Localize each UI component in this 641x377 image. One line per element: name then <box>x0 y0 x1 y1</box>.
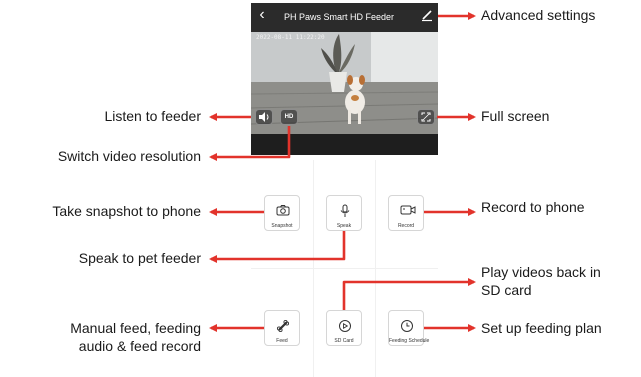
grid-divider <box>251 268 438 269</box>
annotation-switch-resolution: Switch video resolution <box>57 148 201 164</box>
fullscreen-icon <box>421 112 431 122</box>
annotation-listen: Listen to feeder <box>104 108 201 124</box>
hd-resolution-button[interactable]: HD <box>280 109 298 125</box>
fullscreen-button[interactable] <box>417 109 435 125</box>
hd-label: HD <box>284 114 294 120</box>
record-button[interactable]: Record <box>388 195 424 231</box>
back-chevron-icon[interactable]: ‹ <box>259 6 265 23</box>
annotation-play-back-line1: Play videos back in <box>481 264 601 280</box>
annotation-advanced-settings: Advanced settings <box>481 7 596 23</box>
annotation-record: Record to phone <box>481 199 585 215</box>
annotation-feeding-plan: Set up feeding plan <box>481 320 602 336</box>
microphone-icon <box>340 204 350 217</box>
annotation-manual-feed-line2: audio & feed record <box>78 338 201 354</box>
video-timestamp: 2022-08-11 11:22:20 <box>256 34 325 41</box>
annotation-manual-feed-line1: Manual feed, feeding <box>70 320 201 336</box>
app-header <box>251 3 438 32</box>
grid-divider <box>375 160 376 377</box>
edit-settings-icon[interactable] <box>420 8 434 22</box>
feed-button[interactable]: Feed <box>264 310 300 346</box>
feeding-schedule-label: Feeding Schedule <box>389 338 430 344</box>
camera-icon <box>276 205 290 216</box>
annotation-speak: Speak to pet feeder <box>78 250 201 266</box>
live-video-feed[interactable] <box>251 32 438 134</box>
speaker-icon <box>259 112 269 122</box>
video-scene-image <box>251 32 438 134</box>
snapshot-label: Snapshot <box>271 223 293 229</box>
feeding-schedule-button[interactable]: Feeding Schedule <box>388 310 430 346</box>
play-circle-icon <box>339 320 351 332</box>
bone-icon <box>276 319 290 333</box>
video-controls-strip <box>251 134 438 155</box>
arrow-speak <box>209 231 346 263</box>
record-label: Record <box>397 223 415 229</box>
video-camera-icon <box>400 205 416 215</box>
sd-card-label: SD Card <box>334 338 354 344</box>
speak-label: Speak <box>336 223 352 229</box>
annotation-full-screen: Full screen <box>481 108 550 124</box>
annotation-snapshot: Take snapshot to phone <box>52 203 201 219</box>
listen-button[interactable] <box>255 109 273 125</box>
grid-divider <box>313 160 314 377</box>
speak-button[interactable]: Speak <box>326 195 362 231</box>
arrow-play-back <box>342 278 476 310</box>
sd-card-button[interactable]: SD Card <box>326 310 362 346</box>
feed-label: Feed <box>276 338 288 344</box>
snapshot-button[interactable]: Snapshot <box>264 195 300 231</box>
clock-icon <box>401 320 413 332</box>
annotation-play-back-line2: SD card <box>481 282 532 298</box>
app-title: PH Paws Smart HD Feeder <box>283 12 395 22</box>
